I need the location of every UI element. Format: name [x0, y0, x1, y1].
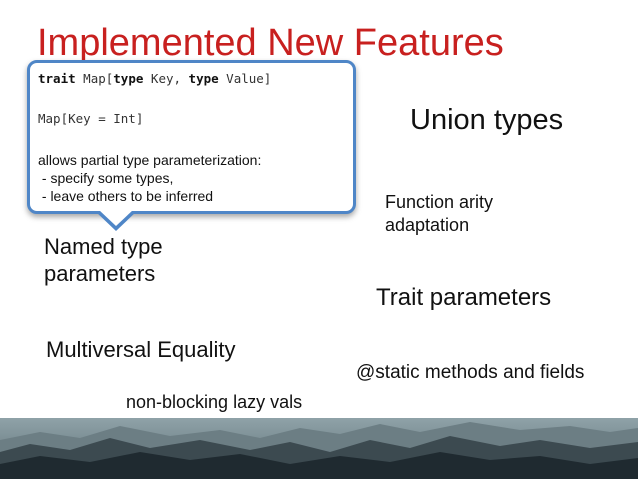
- feature-line: Function arity: [385, 192, 494, 212]
- callout-box: trait Map[type Key, type Value] Map[Key …: [27, 60, 356, 214]
- code-text: Key,: [143, 71, 189, 86]
- feature-union-types: Union types: [410, 104, 564, 136]
- feature-line: Named type: [44, 234, 163, 259]
- feature-trait-parameters: Trait parameters: [376, 284, 552, 311]
- code-keyword: type: [188, 71, 219, 86]
- desc-line: - specify some types,: [38, 170, 174, 187]
- feature-named-type-parameters: Named type parameters: [44, 234, 224, 288]
- desc-line: - leave others to be inferred: [38, 188, 214, 205]
- callout-description: allows partial type parameterization: - …: [38, 151, 261, 206]
- code-text: Map[: [75, 71, 114, 86]
- feature-static-methods: @static methods and fields: [356, 362, 585, 383]
- desc-line: allows partial type parameterization:: [38, 152, 262, 168]
- code-keyword: type: [113, 71, 144, 86]
- slide-title: Implemented New Features: [37, 22, 504, 64]
- feature-function-arity: Function arity adaptation: [385, 191, 535, 236]
- mountain-landscape-image: [0, 418, 638, 479]
- code-map-key: Map[Key = Int]: [38, 111, 144, 126]
- feature-multiversal-equality: Multiversal Equality: [46, 337, 236, 362]
- callout-tail-fill: [99, 210, 133, 226]
- code-text: Value]: [218, 71, 272, 86]
- code-keyword: trait: [38, 71, 76, 86]
- feature-lazy-vals: non-blocking lazy vals: [126, 392, 303, 412]
- feature-line: adaptation: [385, 214, 470, 235]
- code-trait-map: trait Map[type Key, type Value]: [38, 71, 271, 86]
- feature-line: parameters: [44, 260, 156, 286]
